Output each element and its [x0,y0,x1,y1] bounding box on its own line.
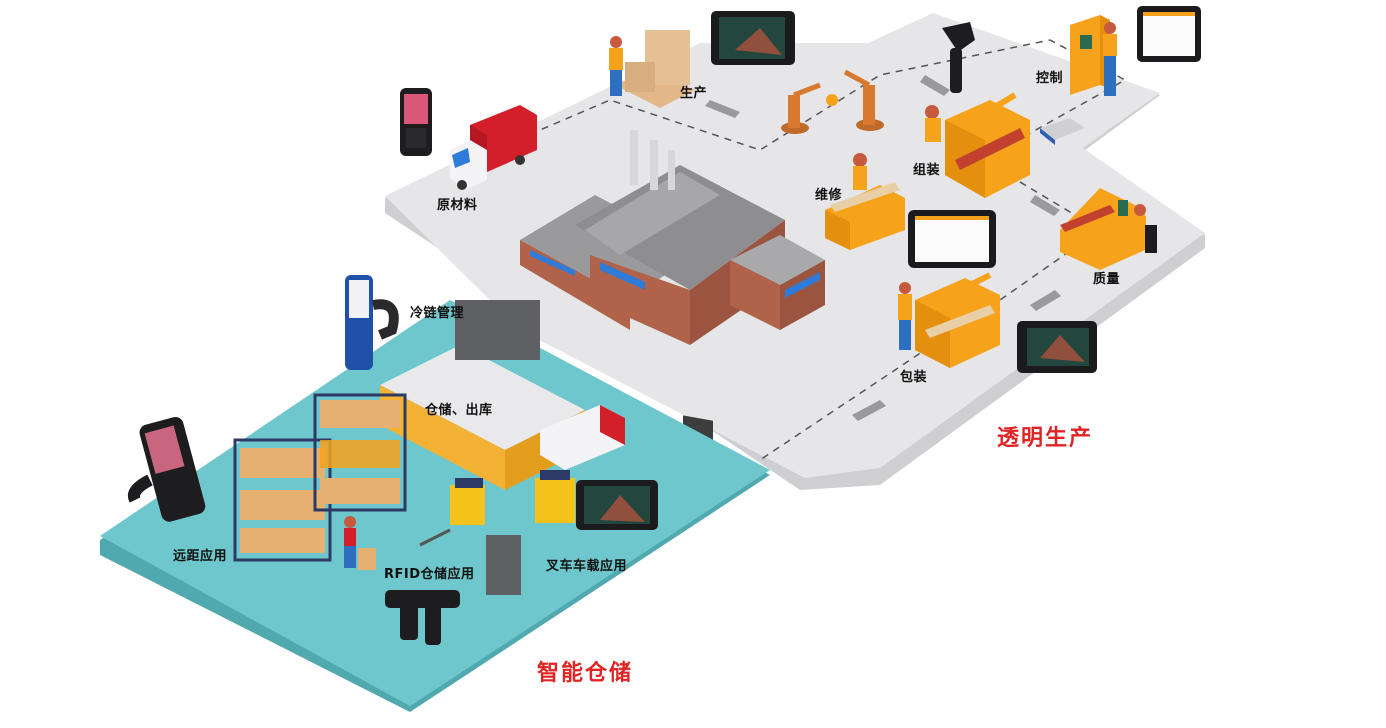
assembly-machine-icon [925,92,1030,198]
station-label-storage-outbound: 仓储、出库 [425,403,493,418]
control-station-icon [1070,15,1117,96]
factory-building-icon [520,130,825,466]
rfid-handheld-icon [345,275,399,370]
warehouse-truck-icon [540,405,625,470]
station-label-control: 控制 [1036,71,1064,86]
gun-grip-pda-icon [128,417,206,522]
rugged-tablet-packaging-icon [1017,321,1097,373]
rugged-tablet-production-icon [711,11,795,65]
station-label-cold-chain: 冷链管理 [410,306,465,321]
rfid-reader-icon [1040,118,1085,145]
rfid-sled-icon [385,590,460,645]
fixed-reader-icon [486,535,521,595]
barcode-scanner-icon [942,22,975,93]
station-label-production: 生产 [680,86,708,101]
rugged-tablet-control-icon [1137,6,1201,62]
station-label-rfid-storage: RFID仓储应用 [384,567,475,582]
station-label-assembly: 组装 [913,163,941,178]
maintenance-station-icon [825,153,905,250]
station-label-forklift: 叉车车载应用 [546,559,628,574]
packaging-station-icon [898,272,1000,368]
warehouse-worker-icon [344,516,376,570]
station-label-quality: 质量 [1093,272,1121,287]
station-label-maintenance: 维修 [815,188,843,203]
robot-arm-icon [781,69,884,134]
production-worker-icon [609,30,695,108]
station-label-raw-material: 原材料 [437,198,478,213]
quality-station-icon [1060,188,1157,270]
storage-rack-icon [233,393,407,562]
section-title-warehouse: 智能仓储 [537,661,634,686]
forklift-icon [419,470,575,547]
station-label-packaging: 包装 [900,370,928,385]
vehicle-mount-terminal-icon [576,480,658,530]
rugged-tablet-assembly-icon [908,210,996,268]
section-title-production: 透明生产 [997,426,1094,451]
handheld-pda-icon [400,88,432,156]
station-label-long-range: 远距应用 [173,549,228,564]
delivery-truck-icon [450,105,537,190]
